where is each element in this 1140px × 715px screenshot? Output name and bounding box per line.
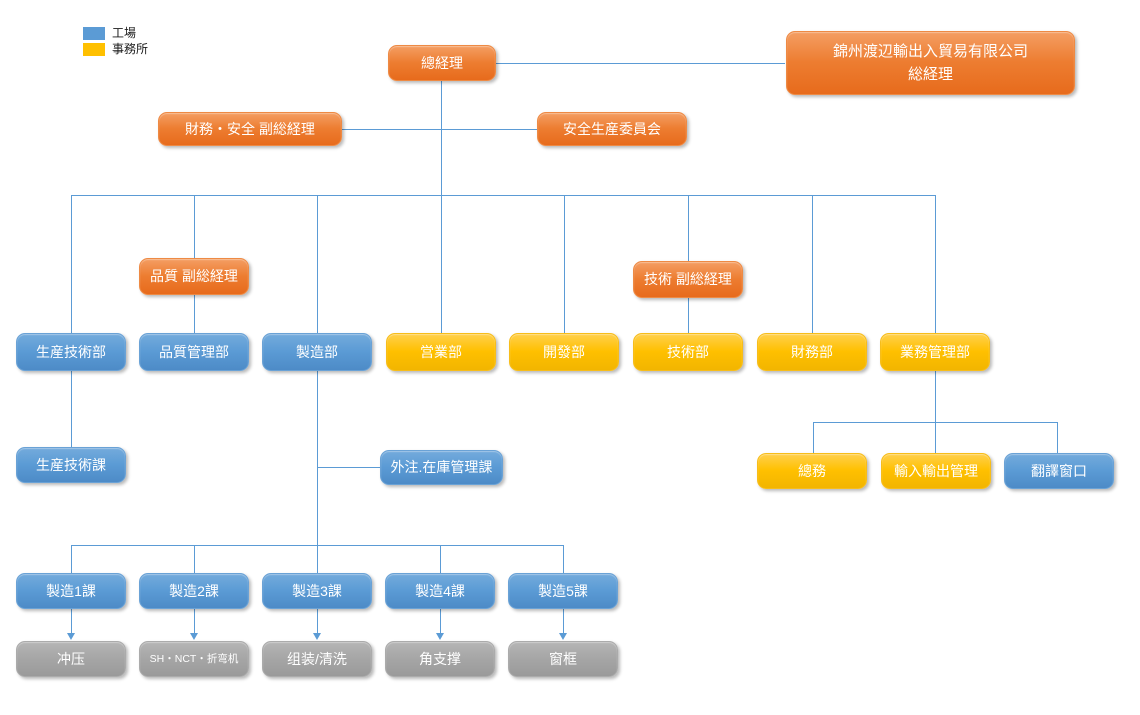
arrow-down-icon [436, 633, 444, 640]
connector-drop-mfg4 [440, 545, 441, 573]
company-gm-title: 総経理 [907, 66, 953, 83]
org-node-prod-tech-section: 生産技術課 [16, 447, 126, 483]
org-node-translation-window: 翻譯窗口 [1004, 453, 1114, 489]
org-node-biz-mgmt-dept: 業務管理部 [880, 333, 990, 371]
connector-drop-finance [812, 195, 813, 333]
legend-label-office: 事務所 [112, 42, 149, 56]
arrow-down-icon [190, 633, 198, 640]
org-node-assembly-cleaning: 组装/清洗 [262, 641, 372, 677]
connector-dept-bus [71, 195, 936, 196]
connector-drop-mfg5 [563, 545, 564, 573]
connector-drop-mfg1 [71, 545, 72, 573]
connector-drop-dev [564, 195, 565, 333]
connector-drop-mfg [317, 195, 318, 333]
org-node-safety-committee: 安全生産委員会 [537, 112, 687, 146]
org-node-window-frame: 窗框 [508, 641, 618, 677]
connector-outsourcing [317, 467, 380, 468]
org-node-company-gm: 錦州渡辺輸出入貿易有限公司 総経理 [786, 31, 1075, 95]
org-node-general-manager: 總経理 [388, 45, 496, 81]
connector-prodtech-section [71, 371, 72, 447]
connector-drop-prodtech [71, 195, 72, 333]
connector-drop-soumu [813, 422, 814, 453]
org-node-vp-quality: 品質 副総経理 [139, 258, 249, 295]
connector-bizmgmt-down [935, 371, 936, 453]
arrow-down-icon [67, 633, 75, 640]
arrow-line-mfg1 [71, 609, 72, 634]
connector-drop-mfg2 [194, 545, 195, 573]
org-node-sh-nct-bending: SH・NCT・折弯机 [139, 641, 249, 677]
org-node-sales-dept: 営業部 [386, 333, 496, 371]
connector-mfg-down [317, 371, 318, 545]
org-node-mfg-sec5: 製造5課 [508, 573, 618, 609]
org-node-general-affairs: 總務 [757, 453, 867, 489]
arrow-line-mfg2 [194, 609, 195, 634]
arrow-line-mfg3 [317, 609, 318, 634]
org-node-mfg-dept: 製造部 [262, 333, 372, 371]
connector-drop-translation [1057, 422, 1058, 453]
org-node-vp-tech: 技術 副総経理 [633, 261, 743, 298]
org-node-tech-dept: 技術部 [633, 333, 743, 371]
connector-drop-sales [441, 195, 442, 333]
org-node-mfg-sec2: 製造2課 [139, 573, 249, 609]
arrow-line-mfg4 [440, 609, 441, 634]
connector-safety-committee [441, 129, 537, 130]
arrow-down-icon [559, 633, 567, 640]
arrow-line-mfg5 [563, 609, 564, 634]
org-node-mfg-sec4: 製造4課 [385, 573, 495, 609]
arrow-down-icon [313, 633, 321, 640]
company-name: 錦州渡辺輸出入貿易有限公司 [832, 42, 1028, 60]
org-node-vp-finance-safety: 財務・安全 副総経理 [158, 112, 342, 146]
connector-bizmgmt-bus [813, 422, 1058, 423]
legend-label-factory: 工場 [112, 26, 137, 40]
org-node-import-export: 輸入輸出管理 [881, 453, 991, 489]
org-node-outsourcing-inventory: 外注.在庫管理課 [380, 450, 503, 485]
org-node-mfg-sec1: 製造1課 [16, 573, 126, 609]
connector-vpfinance [342, 129, 441, 130]
connector-drop-bizmgmt [935, 195, 936, 333]
org-node-corner-support: 角支撑 [385, 641, 495, 677]
org-node-finance-dept: 財務部 [757, 333, 867, 371]
connector-gm-company [496, 63, 785, 64]
org-node-press: 冲压 [16, 641, 126, 677]
org-node-dev-dept: 開發部 [509, 333, 619, 371]
legend-swatch-factory [83, 27, 105, 40]
org-node-quality-dept: 品質管理部 [139, 333, 249, 371]
legend-swatch-office [83, 43, 105, 56]
org-node-prod-tech-dept: 生産技術部 [16, 333, 126, 371]
connector-gm-down [441, 81, 442, 195]
connector-drop-mfg3 [317, 545, 318, 573]
org-node-mfg-sec3: 製造3課 [262, 573, 372, 609]
